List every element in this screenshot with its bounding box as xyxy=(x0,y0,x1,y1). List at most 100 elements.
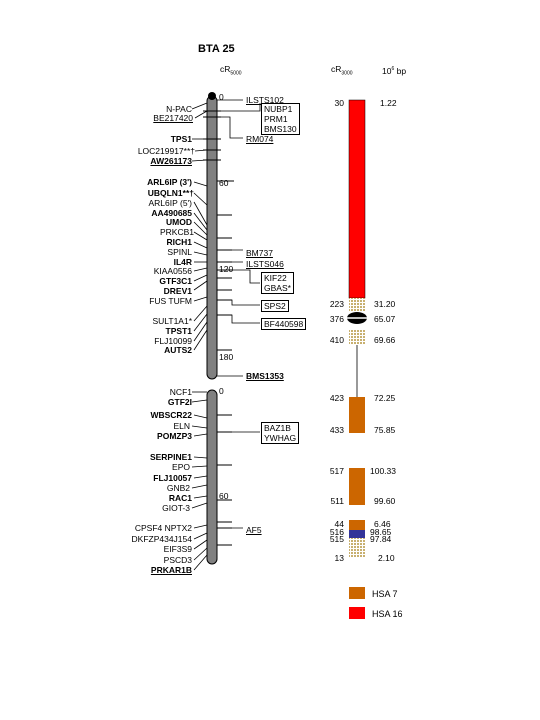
marker-label: BM737 xyxy=(246,248,273,258)
legend-label-hsa7: HSA 7 xyxy=(372,589,398,599)
bp-value: 1.22 xyxy=(380,98,397,108)
marker-label: ILSTS102 xyxy=(246,95,284,105)
cr-units-label: cR3000 xyxy=(331,64,353,77)
marker-box: SPS2 xyxy=(261,300,289,312)
gene-label: UMOD xyxy=(166,217,192,227)
bp-value: 75.85 xyxy=(374,425,396,435)
gene-label: RICH1 xyxy=(166,237,192,247)
gene-label: UBQLN1**† xyxy=(147,188,194,198)
gene-label: EIF3S9 xyxy=(163,544,192,554)
bp-value: 6.46 xyxy=(374,519,391,529)
cr-value: 433 xyxy=(329,425,344,435)
gene-label: AW261173 xyxy=(150,156,192,166)
hatched-block-2 xyxy=(349,329,365,345)
cr-value: 410 xyxy=(329,335,344,345)
chromosome-title: BTA 25 xyxy=(198,43,235,55)
gene-label: NCF1 xyxy=(169,387,192,397)
cr-value: 515 xyxy=(329,534,344,544)
gene-label: ARL6IP (5') xyxy=(148,198,192,208)
gene-label: TPS1 xyxy=(170,134,192,144)
legend-label-hsa16: HSA 16 xyxy=(372,609,403,619)
gene-label: SULT1A1* xyxy=(152,316,192,326)
scale-tick-180: 180 xyxy=(219,352,234,362)
hatched-block-1 xyxy=(349,298,365,312)
bp-value: 100.33 xyxy=(370,466,396,476)
legend-swatch-hsa7 xyxy=(349,587,365,599)
marker-label: RM074 xyxy=(246,134,274,144)
gene-label: RAC1 xyxy=(168,493,192,503)
gene-label: PRKCB1 xyxy=(159,227,194,237)
gene-label: KIAA0556 xyxy=(153,266,192,276)
gene-label: GNB2 xyxy=(166,483,190,493)
blue-block xyxy=(349,530,365,538)
marker-label: BMS1353 xyxy=(246,371,284,381)
gene-label: ELN xyxy=(173,421,190,431)
cr-value: 30 xyxy=(334,98,344,108)
cr-value: 517 xyxy=(329,466,344,476)
hatched-block-3 xyxy=(349,538,365,558)
cr-value: 423 xyxy=(329,393,344,403)
left-leader-lines-top xyxy=(191,102,208,351)
bp-value: 65.07 xyxy=(374,314,396,324)
centromere-icon xyxy=(208,92,216,100)
cr-value: 376 xyxy=(329,314,344,324)
hsa7-block-2 xyxy=(349,468,365,505)
bp-value: 99.60 xyxy=(374,496,396,506)
gene-label: N-PAC xyxy=(166,104,192,114)
gene-label: EPO xyxy=(172,462,190,472)
bp-value: 97.84 xyxy=(370,534,392,544)
bp-units-label: 106 bp xyxy=(382,65,407,76)
cr-value: 516 xyxy=(329,527,344,537)
gene-label: ARL6IP (3') xyxy=(147,177,192,187)
gene-label: WBSCR22 xyxy=(150,410,192,420)
gene-label: LOC219917**† xyxy=(137,146,195,156)
legend-swatch-hsa16 xyxy=(349,607,365,619)
gene-label: TPST1 xyxy=(165,326,192,336)
right-connector-lines xyxy=(217,99,261,529)
gene-label: POMZP3 xyxy=(157,431,192,441)
bp-value: 72.25 xyxy=(374,393,396,403)
bp-value: 69.66 xyxy=(374,335,396,345)
scale-tick-60: 60 xyxy=(219,178,229,188)
hsa7-block-1 xyxy=(349,397,365,433)
gene-label: SPINL xyxy=(167,247,192,257)
bp-value: 31.20 xyxy=(374,299,396,309)
gene-label: GTF3C1 xyxy=(159,276,192,286)
marker-label: AF5 xyxy=(246,525,262,535)
hsa7-block-3 xyxy=(349,520,365,530)
left-leader-lines-bottom xyxy=(191,391,208,571)
gene-label: BE217420 xyxy=(153,113,193,123)
gene-label: FLJ10099 xyxy=(154,336,192,346)
gene-label: PRKAR1B xyxy=(150,565,192,575)
left-units-label: cR5000 xyxy=(220,64,242,77)
gene-label: GTF2I xyxy=(167,397,192,407)
gene-label: GIOT-3 xyxy=(162,503,190,513)
bp-value: 98.65 xyxy=(370,527,392,537)
gene-label: SERPINE1 xyxy=(149,452,192,462)
marker-box: BF440598 xyxy=(261,318,307,330)
gene-label: PSCD3 xyxy=(163,555,192,565)
marker-label: ILSTS046 xyxy=(246,259,284,269)
gene-label: AUTS2 xyxy=(164,345,192,355)
gene-label: CPSF4 NPTX2 xyxy=(134,523,192,533)
gene-label: DKFZP434J154 xyxy=(131,534,192,544)
cr-value: 223 xyxy=(329,299,344,309)
scale-tick-bottom-60: 60 xyxy=(219,491,229,501)
cr-value: 13 xyxy=(334,553,344,563)
cr-value: 44 xyxy=(334,519,344,529)
hsa16-block-top xyxy=(348,99,366,299)
gene-label: DREV1 xyxy=(163,286,192,296)
chromosome-segment-top xyxy=(206,95,218,380)
gene-label: AA490685 xyxy=(151,208,192,218)
scale-tick-120: 120 xyxy=(219,264,234,274)
gene-label: FUS TUFM xyxy=(149,296,192,306)
gene-label: FLJ10057 xyxy=(153,473,192,483)
scale-tick-0: 0 xyxy=(219,92,224,102)
chromosome-segment-bottom xyxy=(206,389,218,565)
scale-tick-bottom-0: 0 xyxy=(219,386,224,396)
gene-label: IL4R xyxy=(173,257,192,267)
